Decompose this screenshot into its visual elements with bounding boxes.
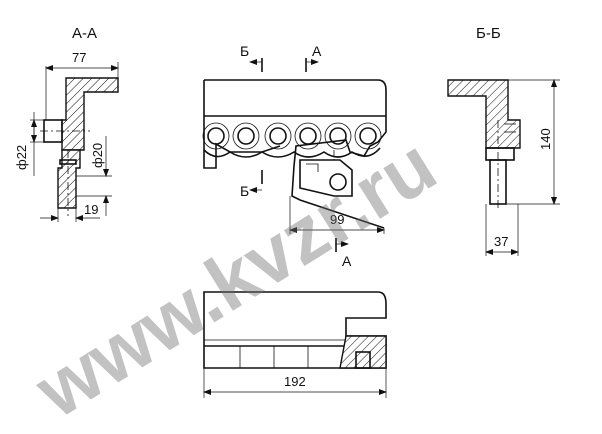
section-bb: Б-Б 140 37 xyxy=(447,25,560,256)
dim-192: 192 xyxy=(284,374,306,389)
dim-phi20: ф20 xyxy=(90,143,105,168)
bolt-hole xyxy=(237,127,255,145)
bolt-hole xyxy=(207,127,225,145)
cut-mark-a-bottom: А xyxy=(342,253,352,269)
section-bb-shaft xyxy=(489,159,507,205)
section-aa: А-А 77 ф22 ф20 19 xyxy=(14,25,119,222)
cut-mark-a-top: А xyxy=(312,43,322,59)
bolt-hole xyxy=(269,127,287,145)
dim-37: 37 xyxy=(494,234,508,249)
dim-19: 19 xyxy=(84,202,98,217)
cut-mark-b-top: Б xyxy=(240,43,249,59)
main-view: Б А Б А 99 xyxy=(202,43,387,269)
section-bb-title: Б-Б xyxy=(476,25,501,42)
bolt-hole xyxy=(299,127,317,145)
bolt-holes xyxy=(202,122,382,150)
bolt-hole xyxy=(329,127,347,145)
section-aa-title: А-А xyxy=(72,25,97,42)
pivot-pin xyxy=(329,173,347,191)
dim-phi22: ф22 xyxy=(14,145,29,170)
dim-77: 77 xyxy=(72,50,86,65)
bolt-hole xyxy=(359,127,377,145)
bottom-view: 192 xyxy=(203,291,387,398)
section-bb-body xyxy=(447,79,521,149)
section-aa-body xyxy=(61,77,119,151)
dim-140: 140 xyxy=(538,128,553,150)
dim-99: 99 xyxy=(330,212,344,227)
cut-mark-b-bottom: Б xyxy=(240,183,249,199)
section-aa-lower xyxy=(57,149,81,209)
